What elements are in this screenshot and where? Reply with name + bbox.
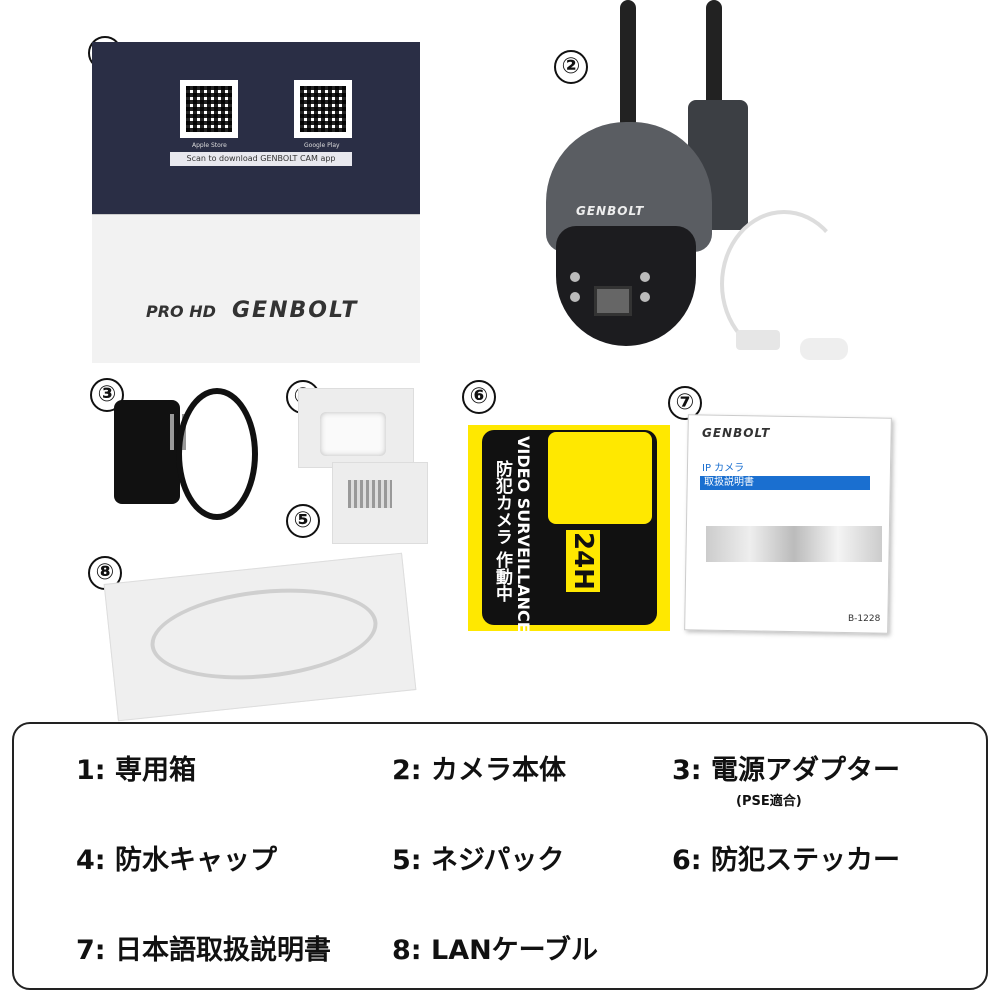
ir-led: [570, 292, 580, 302]
box-lid: [92, 42, 420, 214]
sticker-camera-graphic: [548, 432, 652, 524]
legend-item-2: 2: カメラ本体: [392, 755, 566, 786]
qr-code-google: [294, 80, 352, 138]
ir-led: [640, 272, 650, 282]
box-brand-logo: GENBOLT: [232, 298, 359, 323]
manual-brand-logo: GENBOLT: [702, 426, 771, 440]
contents-legend: 1: 専用箱 2: カメラ本体 3: 電源アダプター (PSE適合) 4: 防水…: [12, 722, 988, 990]
scan-download-text: Scan to download GENBOLT CAM app: [170, 152, 352, 166]
ir-led: [640, 292, 650, 302]
ir-led: [570, 272, 580, 282]
marker-5: ⑤: [286, 504, 320, 538]
legend-item-4: 4: 防水キャップ: [76, 845, 277, 876]
screws: [348, 480, 392, 508]
lan-connector: [736, 330, 780, 350]
google-play-label: Google Play: [304, 142, 340, 149]
legend-pse-note: (PSE適合): [736, 794, 802, 809]
box-front: [92, 214, 420, 363]
manual-title: 取扱説明書: [700, 476, 870, 490]
waterproof-cap: [320, 412, 386, 456]
sticker-japanese-text: 防犯カメラ 作動中: [492, 460, 512, 602]
marker-2: ②: [554, 50, 588, 84]
camera-brand-logo: GENBOLT: [576, 204, 645, 218]
legend-item-5: 5: ネジパック: [392, 845, 565, 876]
adapter-body: [114, 400, 180, 504]
manual-subtitle: IP カメラ: [702, 463, 745, 474]
manual-product-photos: [706, 526, 882, 562]
legend-item-1: 1: 専用箱: [76, 755, 196, 786]
antenna-left: [620, 0, 636, 130]
camera-cable: [720, 210, 848, 358]
dc-connector: [800, 338, 848, 360]
marker-6: ⑥: [462, 380, 496, 414]
apple-store-label: Apple Store: [192, 142, 227, 149]
legend-item-6: 6: 防犯ステッカー: [672, 845, 900, 876]
qr-code-apple: [180, 80, 238, 138]
legend-item-7: 7: 日本語取扱説明書: [76, 935, 331, 966]
legend-item-8: 8: LANケーブル: [392, 935, 599, 966]
marker-7: ⑦: [668, 386, 702, 420]
sticker-24h: 24H: [566, 530, 600, 592]
instruction-manual: [684, 414, 892, 634]
sticker-english-text: VIDEO SURVEILLANCE: [514, 436, 533, 633]
camera-lens: [594, 286, 632, 316]
adapter-cord: [176, 388, 258, 520]
box-pro-hd: PRO HD: [146, 302, 216, 321]
antenna-right: [706, 0, 722, 110]
legend-item-3: 3: 電源アダプター: [672, 755, 900, 786]
manual-code: B-1228: [848, 614, 881, 624]
